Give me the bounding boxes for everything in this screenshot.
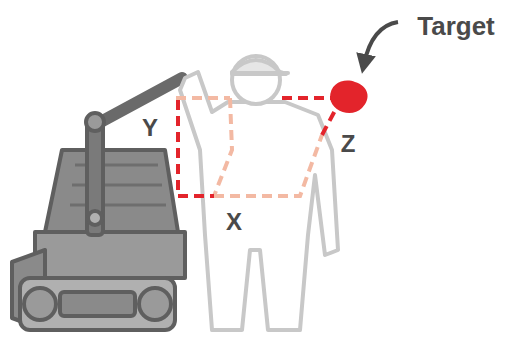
hidden-distance-lines	[176, 98, 322, 196]
dimension-label: Z	[341, 132, 356, 156]
leader-arrow	[364, 22, 398, 64]
target-label: Target	[417, 13, 495, 39]
distance-lines	[178, 98, 340, 196]
dimension-label: X	[226, 210, 242, 234]
dimension-label: Y	[142, 116, 158, 140]
robot	[12, 78, 185, 330]
target-blob	[330, 81, 368, 113]
